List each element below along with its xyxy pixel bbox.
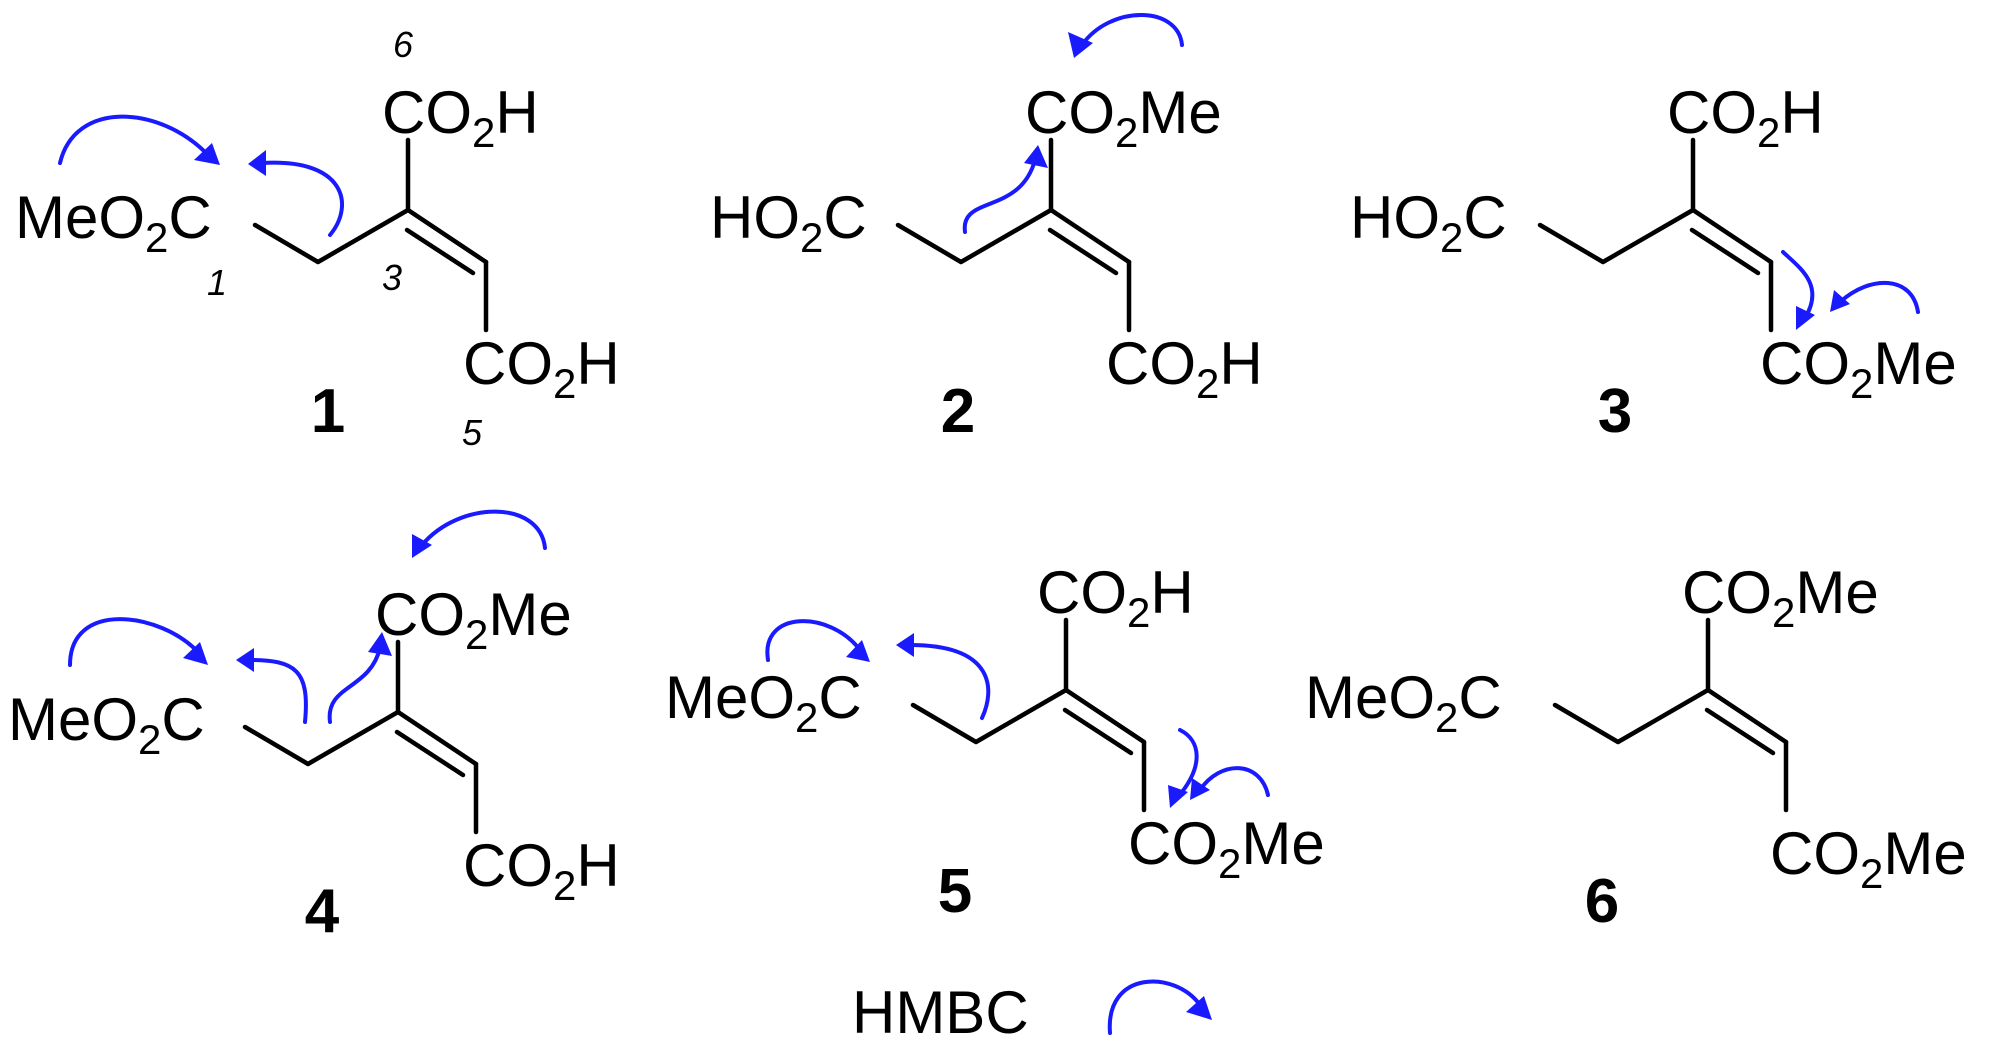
compound-4: MeO2C CO2Me CO2H 4 bbox=[8, 509, 620, 946]
hmbc-arrow bbox=[248, 658, 308, 724]
compound-6: MeO2C CO2Me CO2Me 6 bbox=[1305, 559, 1967, 936]
compound-3: HO2C CO2H CO2Me 3 bbox=[1350, 79, 1957, 446]
atom-number-3: 3 bbox=[382, 257, 402, 298]
hmbc-arrow bbox=[1781, 250, 1815, 320]
hmbc-arrow bbox=[420, 509, 547, 550]
hmbc-arrow bbox=[58, 114, 210, 165]
legend: HMBC bbox=[852, 979, 1212, 1046]
compound-5-label: 5 bbox=[938, 857, 972, 926]
compound-1-acid-c5: CO2H bbox=[463, 330, 620, 407]
hmbc-arrow bbox=[68, 617, 200, 667]
hmbc-arrow bbox=[908, 643, 991, 720]
compound-2-label: 2 bbox=[941, 377, 975, 446]
atom-number-5: 5 bbox=[462, 412, 483, 453]
compound-2-acid-c5: CO2H bbox=[1106, 330, 1263, 407]
compound-6-label: 6 bbox=[1585, 867, 1619, 936]
compound-6-skeleton bbox=[1555, 620, 1786, 810]
hmbc-curved-arrow-icon bbox=[1107, 979, 1212, 1035]
compound-1-skeleton bbox=[255, 140, 486, 330]
hmbc-arrow bbox=[1198, 766, 1270, 797]
compound-6-ester-c6: CO2Me bbox=[1682, 559, 1879, 636]
hmbc-arrow bbox=[765, 619, 862, 662]
compound-2-ester-c6: CO2Me bbox=[1025, 79, 1222, 156]
compound-3-acid-c6: CO2H bbox=[1667, 79, 1824, 156]
compound-1-label: 1 bbox=[311, 377, 345, 446]
compound-2: HO2C CO2Me CO2H 2 bbox=[710, 13, 1263, 446]
compound-6-ester-c5: CO2Me bbox=[1770, 820, 1967, 897]
compound-6-ester-c1: MeO2C bbox=[1305, 664, 1502, 741]
compound-1-ester-c1: MeO2C bbox=[15, 184, 212, 261]
compound-5-ester-c5: CO2Me bbox=[1128, 810, 1325, 887]
compound-1: MeO2C CO2H CO2H 6 1 3 5 1 bbox=[15, 24, 620, 453]
compound-4-skeleton bbox=[245, 642, 476, 832]
compound-5: MeO2C CO2H CO2Me 5 bbox=[665, 559, 1325, 926]
hmbc-arrow bbox=[962, 158, 1037, 234]
hmbc-arrow bbox=[1080, 13, 1184, 47]
compound-5-ester-c1: MeO2C bbox=[665, 664, 862, 741]
atom-number-1: 1 bbox=[207, 262, 227, 303]
compound-4-ester-c1: MeO2C bbox=[8, 686, 205, 763]
hmbc-arrow bbox=[327, 646, 382, 724]
compound-1-acid-c6: CO2H bbox=[382, 79, 539, 156]
compound-3-acid-c1: HO2C bbox=[1350, 184, 1507, 261]
hmbc-arrow bbox=[1176, 728, 1199, 799]
compound-4-ester-c6: CO2Me bbox=[375, 581, 572, 658]
compound-2-skeleton bbox=[898, 140, 1129, 330]
hmbc-arrow bbox=[1838, 280, 1920, 314]
compound-3-label: 3 bbox=[1598, 377, 1632, 446]
compound-5-acid-c6: CO2H bbox=[1037, 559, 1194, 636]
compound-4-acid-c5: CO2H bbox=[463, 832, 620, 909]
hmbc-arrow bbox=[260, 160, 344, 237]
legend-label: HMBC bbox=[852, 979, 1029, 1046]
compound-2-acid-c1: HO2C bbox=[710, 184, 867, 261]
atom-number-6: 6 bbox=[393, 24, 414, 65]
compound-3-ester-c5: CO2Me bbox=[1760, 330, 1957, 407]
compound-4-label: 4 bbox=[305, 877, 340, 946]
compound-3-skeleton bbox=[1540, 140, 1771, 330]
